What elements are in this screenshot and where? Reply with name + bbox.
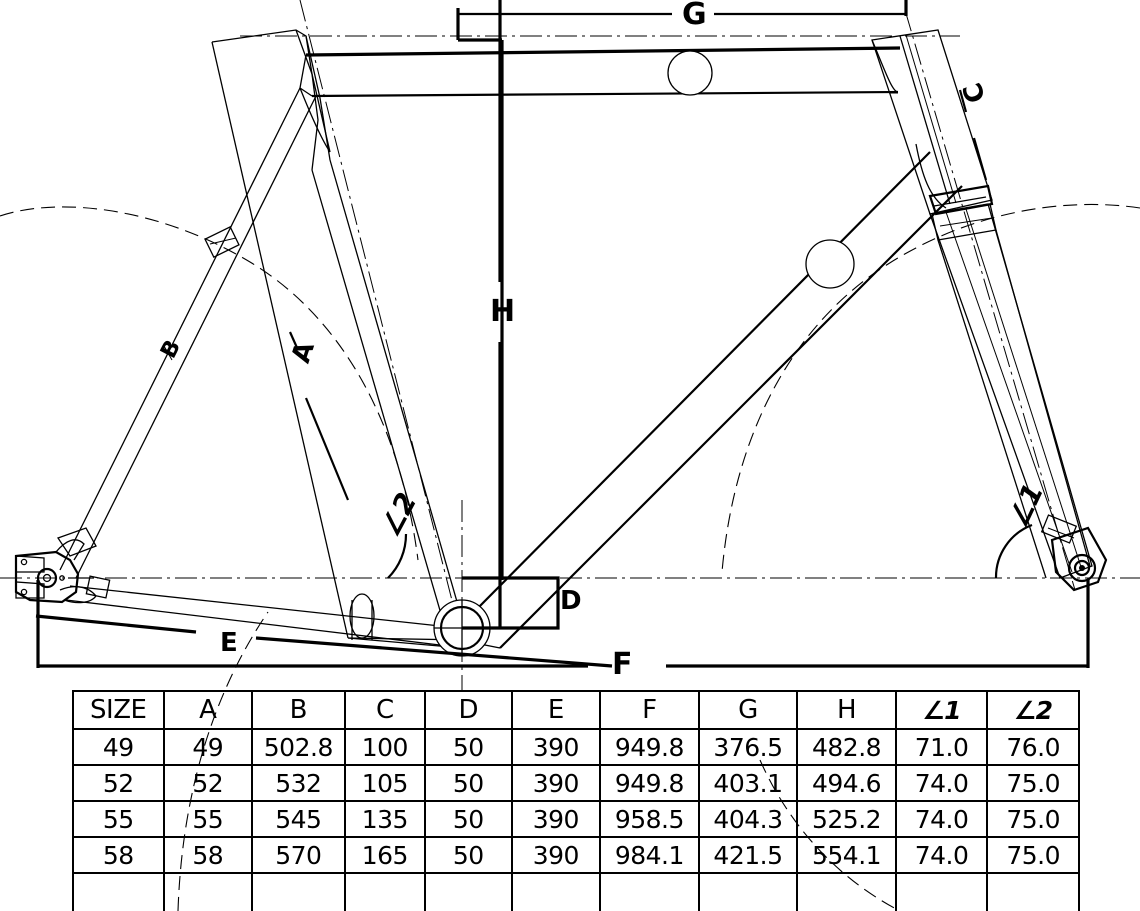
- leader-b: [163, 345, 173, 361]
- table-header-row: SIZE A B C D E F G H ∠1 ∠2: [72, 690, 1080, 730]
- cell-d: 50: [424, 728, 513, 766]
- cell-g: 403.1: [697, 764, 799, 802]
- dimension-label-d: D: [560, 586, 582, 616]
- table-row: 52 52 532 105 50 390 949.8 403.1 494.6 7…: [72, 764, 1080, 802]
- cell-angle2: 76.0: [986, 728, 1080, 766]
- cell-f: 984.1: [599, 836, 700, 874]
- cell-e: 390: [510, 764, 602, 802]
- cell-a: 58: [162, 836, 254, 874]
- cell-c: 100: [343, 728, 427, 766]
- cell-angle2: 75.0: [986, 836, 1080, 874]
- cell-d: [424, 872, 513, 911]
- table-header-d: D: [424, 690, 513, 730]
- table-header-size: SIZE: [72, 690, 165, 730]
- cell-b: 502.8: [251, 728, 346, 766]
- table-header-c: C: [343, 690, 427, 730]
- head-tube: [871, 29, 994, 216]
- cell-b: 545: [251, 800, 346, 838]
- cell-b: [251, 872, 346, 911]
- cell-a: [162, 872, 254, 911]
- cell-g: [697, 872, 799, 911]
- cell-c: 105: [343, 764, 427, 802]
- cell-f: [599, 872, 700, 911]
- table-row-empty: [72, 872, 1080, 911]
- leader-a: [288, 331, 350, 501]
- cell-c: 165: [343, 836, 427, 874]
- cell-f: 949.8: [599, 764, 700, 802]
- dimension-label-e: E: [220, 628, 238, 658]
- cell-e: 390: [510, 836, 602, 874]
- fork: [929, 203, 1093, 579]
- top-tube: [299, 46, 901, 98]
- cell-d: 50: [424, 836, 513, 874]
- angle-arcs: [387, 523, 1033, 579]
- cell-angle2: 75.0: [986, 764, 1080, 802]
- cell-c: 135: [343, 800, 427, 838]
- cell-angle1: [894, 872, 989, 911]
- cell-b: 570: [251, 836, 346, 874]
- cell-angle1: 71.0: [894, 728, 989, 766]
- table-row: 55 55 545 135 50 390 958.5 404.3 525.2 7…: [72, 800, 1080, 838]
- table-row: 49 49 502.8 100 50 390 949.8 376.5 482.8…: [72, 728, 1080, 766]
- cell-angle1: 74.0: [894, 800, 989, 838]
- chain-stay: [65, 585, 449, 647]
- cell-angle1: 74.0: [894, 836, 989, 874]
- cell-e: 390: [510, 800, 602, 838]
- table-header-h: H: [796, 690, 897, 730]
- dimension-label-f: F: [612, 647, 633, 682]
- cell-a: 55: [162, 800, 254, 838]
- table-header-angle1: ∠1: [894, 690, 989, 730]
- cell-b: 532: [251, 764, 346, 802]
- dimension-label-h: H: [490, 294, 516, 329]
- dimension-label-g: G: [682, 0, 707, 32]
- table-header-a: A: [162, 690, 254, 730]
- cell-h: 525.2: [796, 800, 897, 838]
- geometry-table-container: SIZE A B C D E F G H ∠1 ∠2 49 49 502.8: [72, 690, 1080, 911]
- cell-size: [72, 872, 165, 911]
- cell-h: 554.1: [796, 836, 897, 874]
- cell-d: 50: [424, 764, 513, 802]
- cell-e: [510, 872, 602, 911]
- table-header-e: E: [510, 690, 602, 730]
- rear-dropout: [14, 527, 111, 604]
- cell-angle2: 75.0: [986, 800, 1080, 838]
- cell-g: 421.5: [697, 836, 799, 874]
- dimension-e: [35, 614, 613, 668]
- table-header-g: G: [697, 690, 799, 730]
- cell-h: 494.6: [796, 764, 897, 802]
- cell-h: [796, 872, 897, 911]
- cell-size: 58: [72, 836, 165, 874]
- cell-angle1: 74.0: [894, 764, 989, 802]
- cell-f: 958.5: [599, 800, 700, 838]
- table-header-b: B: [251, 690, 346, 730]
- cell-a: 52: [162, 764, 254, 802]
- cell-g: 404.3: [697, 800, 799, 838]
- cell-c: [343, 872, 427, 911]
- table-header-f: F: [599, 690, 700, 730]
- cell-a: 49: [162, 728, 254, 766]
- table-header-angle2: ∠2: [986, 690, 1080, 730]
- cell-d: 50: [424, 800, 513, 838]
- dimension-d: [462, 576, 560, 630]
- leader-c: [958, 89, 988, 181]
- cell-f: 949.8: [599, 728, 700, 766]
- front-dropout: [1040, 514, 1108, 592]
- cell-h: 482.8: [796, 728, 897, 766]
- geometry-table: SIZE A B C D E F G H ∠1 ∠2 49 49 502.8: [72, 690, 1080, 911]
- seat-tube: [211, 29, 469, 649]
- table-row: 58 58 570 165 50 390 984.1 421.5 554.1 7…: [72, 836, 1080, 874]
- cell-angle2: [986, 872, 1080, 911]
- cell-size: 55: [72, 800, 165, 838]
- down-tube: [461, 151, 963, 649]
- dimension-g: [456, 0, 908, 580]
- cell-g: 376.5: [697, 728, 799, 766]
- cell-size: 49: [72, 728, 165, 766]
- cell-size: 52: [72, 764, 165, 802]
- cell-e: 390: [510, 728, 602, 766]
- seat-stay: [59, 87, 317, 579]
- dimension-f: [36, 580, 1090, 668]
